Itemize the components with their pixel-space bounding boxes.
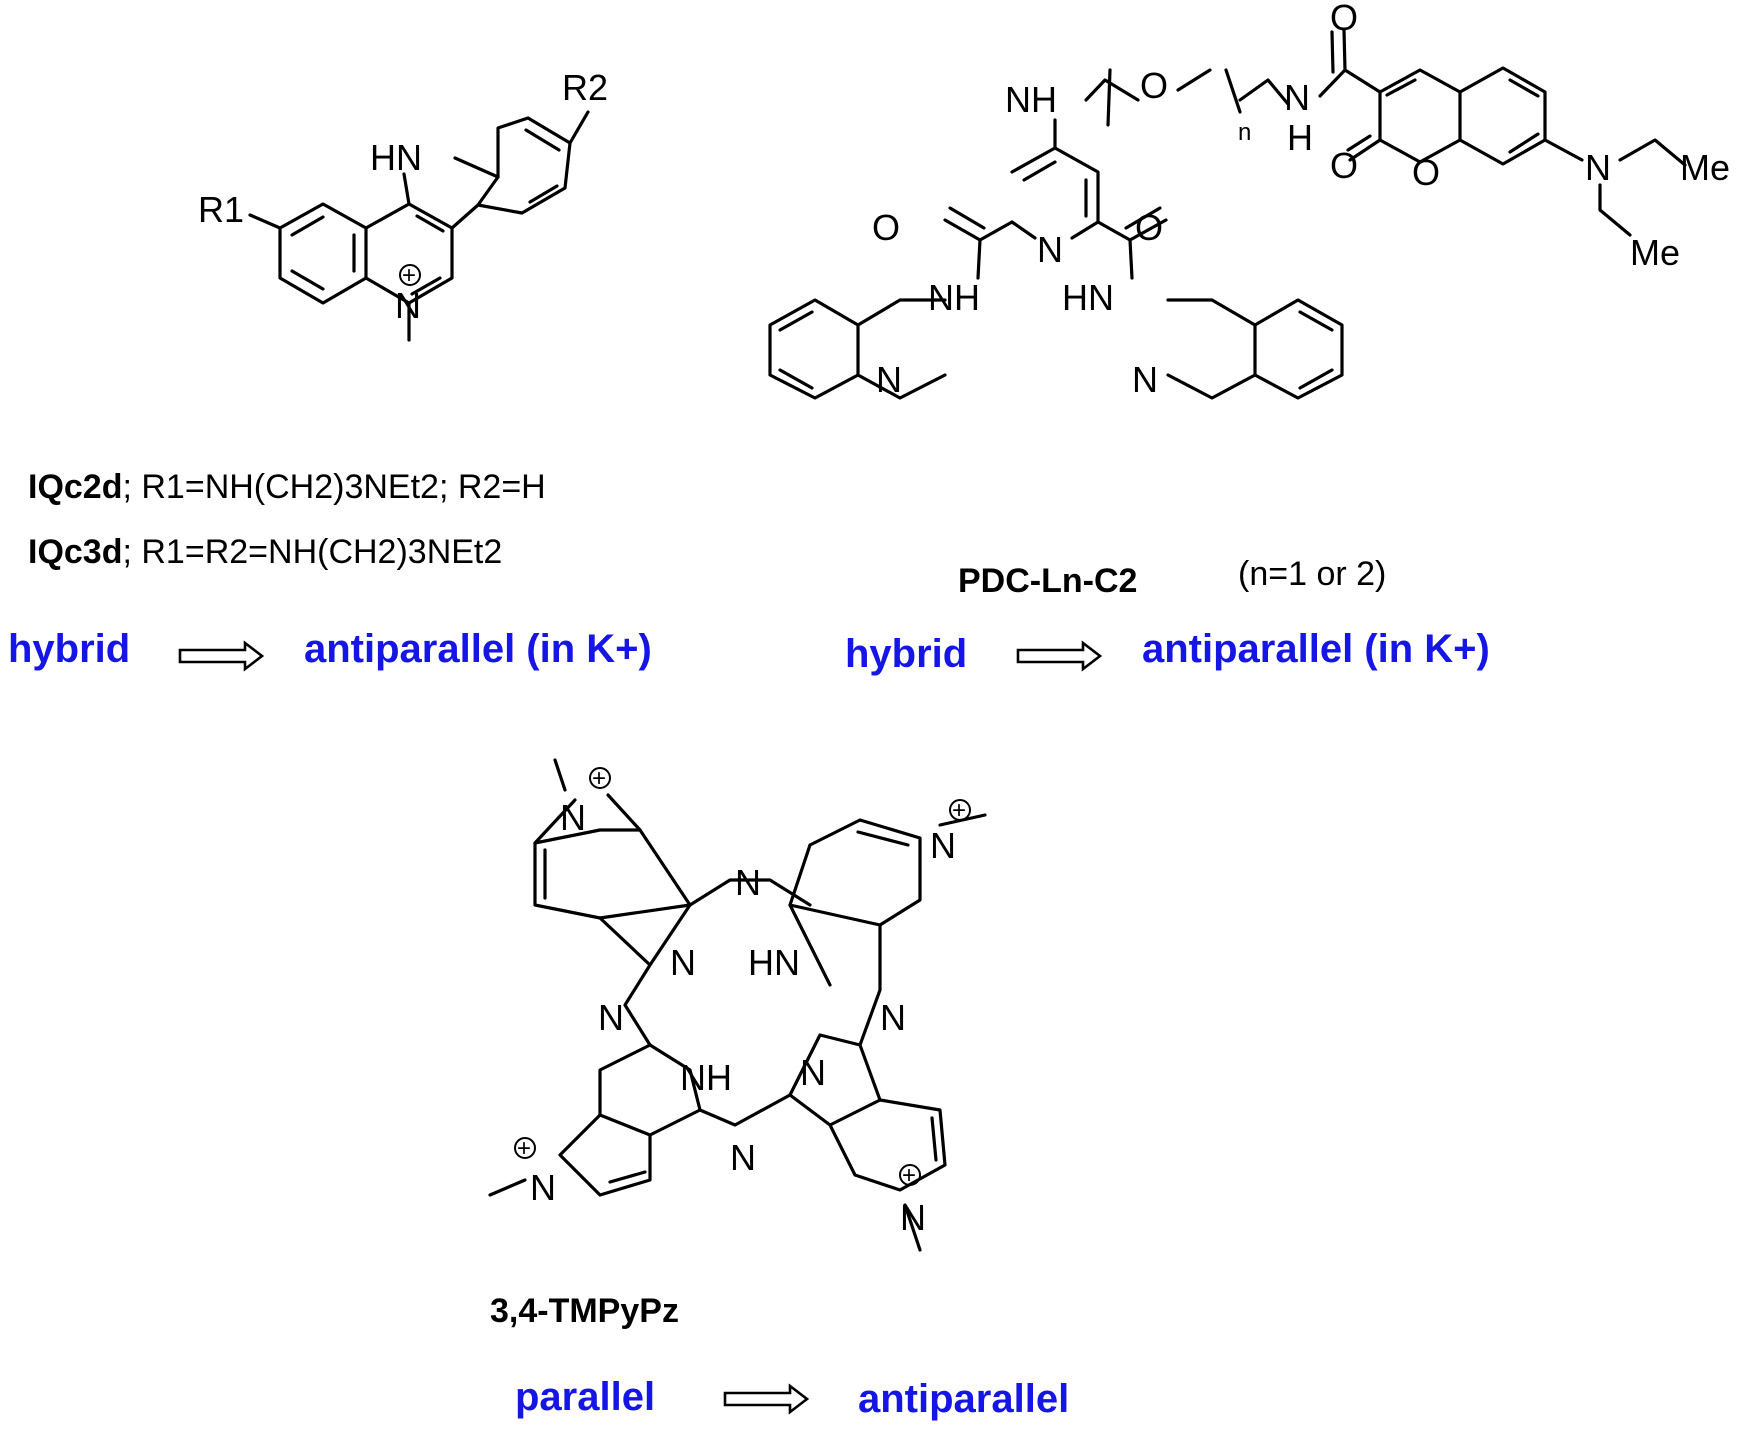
pdc-me-lower: Me (1630, 232, 1680, 273)
pdc-quin-n-left: N (876, 359, 902, 400)
pdc-dea-n: N (1585, 147, 1611, 188)
pdc-pyridine-n: N (1037, 229, 1063, 270)
tmpypz-pyrrole-hn-tr: HN (748, 942, 800, 983)
tmpypz-transition-arrow (723, 1383, 810, 1415)
pdc-nh-amine: NH (1005, 79, 1057, 120)
pdc-repeat-n: n (1238, 119, 1251, 146)
iqc-n-plus-label: N (395, 285, 421, 326)
pdc-name: PDC-Ln-C2 (958, 562, 1137, 600)
iqc-charge-circle (399, 264, 421, 286)
tmpypz-atom-labels: N + N + N N HN N N NH N N N + N + (514, 765, 971, 1238)
iqc-r2-label: R2 (562, 67, 608, 108)
iqc-to-topology: antiparallel (in K+) (304, 627, 652, 671)
pdc-amide-h: H (1287, 117, 1313, 158)
tmpypz-n2: N (930, 825, 956, 866)
pdc-o-right: O (1135, 207, 1163, 248)
tmpypz-plus-1: + (592, 765, 606, 792)
tmpypz-plus-4: + (902, 1162, 916, 1189)
tmpypz-meso-n-top: N (735, 862, 761, 903)
tmpypz-n3: N (530, 1167, 556, 1208)
pdc-from-topology: hybrid (845, 632, 967, 676)
iqc3d-label: IQc3d; R1=R2=NH(CH2)3NEt2 (28, 533, 502, 571)
pdc-amide-n: N (1284, 77, 1310, 118)
tmpypz-structure (488, 758, 987, 1252)
pdc-structure (768, 28, 1687, 400)
iqc-structure (248, 110, 590, 342)
tmpypz-plus-2: + (952, 797, 966, 824)
pdc-nh-left: NH (928, 277, 980, 318)
tmpypz-name: 3,4-TMPyPz (490, 1292, 679, 1330)
pdc-carbonyl-o-top: O (1330, 0, 1358, 38)
tmpypz-to-topology: antiparallel (858, 1377, 1069, 1421)
pdc-lactone-o-ring: O (1412, 152, 1440, 193)
pdc-lactone-o-exo: O (1330, 145, 1358, 186)
pdc-atom-labels: NH O n N H O O O N Me Me N O O NH HN N N (872, 0, 1730, 400)
tmpypz-n1: N (560, 797, 586, 838)
tmpypz-from-topology: parallel (515, 1375, 655, 1419)
tmpypz-pyrrole-nh-bl: NH (680, 1057, 732, 1098)
pdc-o-left: O (872, 207, 900, 248)
iqc-from-topology: hybrid (8, 627, 130, 671)
tmpypz-pyrrole-n-tl: N (670, 942, 696, 983)
pdc-note: (n=1 or 2) (1238, 555, 1386, 593)
pdc-me-upper: Me (1680, 147, 1730, 188)
tmpypz-pyrrole-n-br: N (800, 1052, 826, 1093)
pdc-transition-arrow (1016, 640, 1103, 672)
tmpypz-meso-n-bottom: N (730, 1137, 756, 1178)
tmpypz-meso-n-right: N (880, 997, 906, 1038)
iqc-charge-sign: + (402, 262, 416, 289)
iqc-r1-label: R1 (198, 189, 244, 230)
iqc2d-label: IQc2d; R1=NH(CH2)3NEt2; R2=H (28, 468, 546, 506)
pdc-hn-right: HN (1062, 277, 1114, 318)
pdc-to-topology: antiparallel (in K+) (1142, 627, 1490, 671)
iqc-hn-label: HN (370, 137, 422, 178)
tmpypz-n4: N (900, 1197, 926, 1238)
iqc-transition-arrow (178, 640, 265, 672)
tmpypz-plus-3: + (517, 1135, 531, 1162)
tmpypz-meso-n-left: N (598, 997, 624, 1038)
pdc-quin-n-right: N (1132, 359, 1158, 400)
iqc-atom-labels: HN R1 R2 N + (198, 67, 608, 326)
pdc-ether-o: O (1140, 65, 1168, 106)
